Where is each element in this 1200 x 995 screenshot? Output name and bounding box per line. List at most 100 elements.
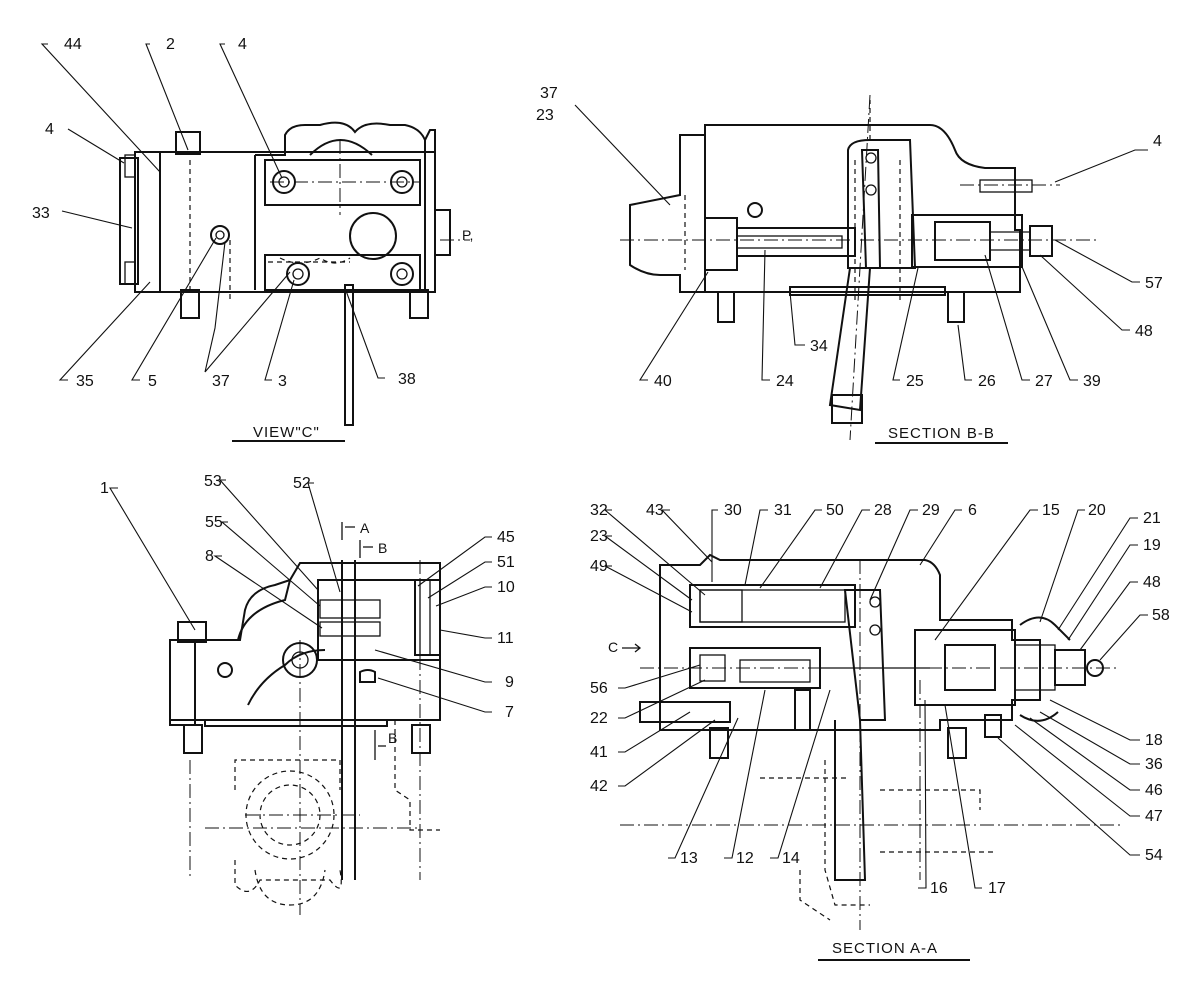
leader-30	[711, 509, 718, 582]
section-aa-lever-pin	[869, 596, 881, 608]
front-view-phantom-bottom	[254, 869, 326, 906]
callout-3: 3	[278, 373, 287, 390]
view-c-bolt-head	[124, 154, 136, 178]
leader-48	[1039, 254, 1130, 331]
leader-16	[918, 699, 927, 889]
leader-14	[770, 689, 831, 859]
section-bb-spool-bore	[736, 227, 856, 257]
callout-48-aa: 48	[1143, 574, 1161, 591]
callout-46: 46	[1145, 782, 1163, 799]
callout-43: 43	[646, 502, 664, 519]
front-view-hole	[217, 662, 233, 678]
callout-56: 56	[590, 680, 608, 697]
callout-37: 37	[212, 373, 230, 390]
leader-12	[724, 689, 766, 859]
leader-20	[1039, 509, 1085, 623]
front-view-side-post	[169, 639, 196, 726]
callout-22: 22	[590, 710, 608, 727]
leader-17	[944, 704, 982, 889]
view-c-main-port	[349, 212, 397, 260]
section-aa-cap-outline	[1019, 616, 1071, 722]
leader-8	[213, 555, 323, 629]
callout-31: 31	[774, 502, 792, 519]
callout-8: 8	[205, 548, 214, 565]
view-c-lower-pad	[264, 254, 421, 291]
callout-48-bb: 48	[1135, 323, 1153, 340]
section-bb-body-outline	[704, 124, 1021, 293]
leader-23-aa	[603, 535, 693, 601]
callout-15: 15	[1042, 502, 1060, 519]
callout-4-left: 4	[45, 121, 54, 138]
front-view-boss	[177, 621, 207, 643]
leader-40	[639, 271, 709, 381]
leader-44	[40, 43, 161, 173]
section-bb-lever-extension	[828, 267, 871, 412]
section-mark-a-label: A	[360, 520, 370, 536]
callout-26: 26	[978, 373, 996, 390]
view-c-bolt-hole-inner	[292, 268, 304, 280]
front-view-spool-upper	[319, 599, 381, 619]
leader-24	[761, 249, 770, 381]
view-c-bolt-head	[124, 261, 136, 285]
callout-57: 57	[1145, 275, 1163, 292]
view-c: VIEW"C" P, 44 2 4 4 33 35 5 37 3 38	[32, 36, 473, 442]
leader-38	[344, 287, 385, 379]
view-c-port-label: P,	[462, 227, 473, 243]
section-bb-plug	[704, 217, 738, 271]
section-bb-hidden	[684, 100, 901, 300]
callout-30: 30	[724, 502, 742, 519]
section-aa-body	[659, 553, 1041, 731]
leader-4-left	[67, 128, 125, 164]
leader-5	[131, 237, 217, 381]
view-c-hidden-passage	[268, 257, 351, 264]
front-view-phantom-side	[394, 720, 440, 831]
section-bb-left-flange	[629, 134, 705, 293]
leader-10	[435, 586, 492, 607]
section-bb-pin	[865, 184, 877, 196]
front-view-arc	[247, 649, 326, 706]
section-aa-pin	[709, 727, 729, 759]
leader-28	[819, 509, 870, 589]
callout-16: 16	[930, 880, 948, 897]
callout-44: 44	[64, 36, 82, 53]
leader-36	[1039, 711, 1140, 765]
leader-13	[668, 717, 739, 859]
leader-31	[744, 509, 768, 586]
callout-23-aa: 23	[590, 528, 608, 545]
section-aa-bolt	[639, 701, 731, 723]
front-view: A B B 1 53 52 55 8 45 51 10 11 9 7	[100, 473, 515, 915]
callout-9: 9	[505, 674, 514, 691]
callout-11: 11	[497, 630, 514, 647]
callout-2: 2	[166, 36, 175, 53]
leader-19	[1067, 544, 1138, 641]
leader-7	[377, 677, 492, 713]
callout-21: 21	[1143, 510, 1161, 527]
section-aa-upper-plug	[699, 589, 743, 623]
callout-20: 20	[1088, 502, 1106, 519]
leader-2	[145, 43, 189, 151]
section-bb-adjust-screw	[979, 179, 1033, 193]
front-view-curve	[237, 579, 291, 641]
callout-55: 55	[205, 514, 223, 531]
leader-58	[1099, 614, 1148, 661]
callout-54: 54	[1145, 847, 1163, 864]
leader-53	[218, 479, 319, 591]
view-c-gauge-port-inner	[215, 230, 225, 240]
section-aa-lever-pin	[869, 624, 881, 636]
front-view-pin	[411, 724, 431, 754]
view-c-pin	[409, 289, 429, 319]
callout-24: 24	[776, 373, 794, 390]
leader-49	[604, 565, 693, 613]
section-bb-sleeve	[911, 214, 1023, 268]
leader-55	[220, 521, 321, 607]
leader-46	[1029, 717, 1140, 791]
callout-14: 14	[782, 850, 800, 867]
callout-32: 32	[590, 502, 608, 519]
section-aa-title: SECTION A-A	[832, 940, 938, 957]
section-bb: SECTION B-B 37 23 4 57 48 40 24 34 25 26…	[536, 85, 1163, 444]
callout-52: 52	[293, 475, 311, 492]
section-aa-pin	[947, 727, 967, 759]
leader-35	[58, 281, 151, 381]
section-bb-pin	[865, 152, 877, 164]
section-bb-lever-arm	[860, 149, 882, 269]
